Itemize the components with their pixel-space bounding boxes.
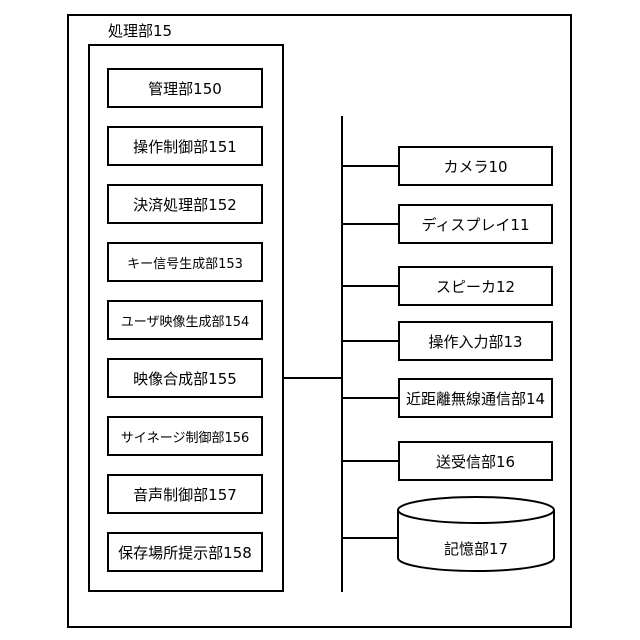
device-camera: カメラ10 [398,146,553,186]
device-short-range-wireless: 近距離無線通信部14 [398,378,553,418]
storage-label: 記憶部17 [397,538,555,559]
storage-cylinder-icon [397,496,555,572]
device-operation-input: 操作入力部13 [398,321,553,361]
device-transceiver: 送受信部16 [398,441,553,481]
device-display: ディスプレイ11 [398,204,553,244]
device-speaker: スピーカ12 [398,266,553,306]
